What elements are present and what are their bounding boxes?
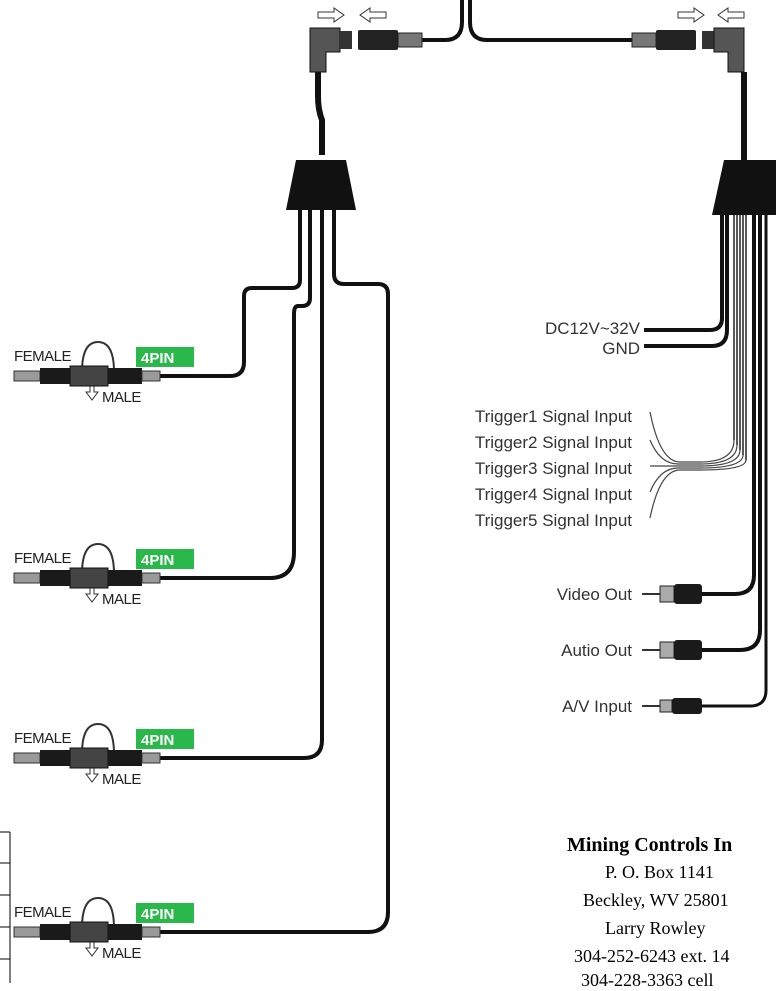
- pin-badge-label: 4PIN: [141, 350, 174, 367]
- left-top-connector: [309, 27, 423, 73]
- right-harness: [644, 72, 776, 708]
- po-box: P. O. Box 1141: [605, 862, 714, 882]
- male-label: MALE: [102, 771, 141, 788]
- curved-arrow-icon: [81, 542, 115, 575]
- trigger-label: Trigger4 Signal Input: [475, 485, 632, 504]
- city-line: Beckley, WV 25801: [583, 890, 729, 910]
- left-harness: [160, 72, 390, 934]
- male-label: MALE: [102, 945, 141, 962]
- male-label: MALE: [102, 591, 141, 608]
- pin-badge: [136, 729, 194, 749]
- av-jack-icon: [642, 698, 702, 714]
- right-top-connector: [631, 27, 745, 73]
- video-out-label: Video Out: [557, 585, 633, 604]
- phone: 304-252-6243 ext. 14: [574, 946, 730, 966]
- pin-badge-label: 4PIN: [141, 732, 174, 749]
- company-name: Mining Controls In: [567, 834, 733, 856]
- top-junction: [309, 0, 745, 73]
- audio-out-label: Autio Out: [561, 641, 632, 660]
- trigger-label: Trigger2 Signal Input: [475, 433, 632, 452]
- av-input-label: A/V Input: [562, 697, 632, 716]
- arrow-left-icon: [717, 7, 745, 23]
- curved-arrow-icon: [81, 896, 115, 929]
- trigger-label: Trigger1 Signal Input: [475, 407, 632, 426]
- pin-badge: [136, 549, 194, 569]
- pin-badge-label: 4PIN: [141, 552, 174, 569]
- pin-badge: [136, 903, 194, 923]
- trigger-label: Trigger5 Signal Input: [475, 511, 632, 530]
- pin-badge-label: 4PIN: [141, 906, 174, 923]
- female-label: FEMALE: [14, 550, 72, 567]
- left-splitter-boot: [286, 160, 356, 210]
- gnd-label: GND: [602, 339, 640, 358]
- trigger-label: Trigger3 Signal Input: [475, 459, 632, 478]
- camera-connector-1: FEMALE 4PIN MALE: [13, 340, 194, 406]
- female-label: FEMALE: [14, 730, 72, 747]
- contact-person: Larry Rowley: [605, 918, 706, 938]
- pin-badge: [136, 347, 194, 367]
- curved-arrow-icon: [81, 722, 115, 755]
- arrow-right-icon: [677, 7, 705, 23]
- camera-connector-3: FEMALE 4PIN MALE: [13, 722, 194, 788]
- male-label: MALE: [102, 389, 141, 406]
- rca-plug-icon: [642, 640, 702, 660]
- table-edge: [0, 831, 11, 983]
- arrow-left-icon: [359, 7, 387, 23]
- arrow-right-icon: [317, 7, 345, 23]
- camera-connector-2: FEMALE 4PIN MALE: [13, 542, 194, 608]
- rca-plug-icon: [642, 584, 702, 604]
- cell-phone: 304-228-3363 cell: [581, 970, 714, 990]
- female-label: FEMALE: [14, 904, 72, 921]
- curved-arrow-icon: [81, 340, 115, 373]
- dc-power-label: DC12V~32V: [545, 319, 641, 338]
- female-label: FEMALE: [14, 348, 72, 365]
- right-splitter-boot: [712, 160, 776, 215]
- camera-connector-4: FEMALE 4PIN MALE: [13, 896, 194, 962]
